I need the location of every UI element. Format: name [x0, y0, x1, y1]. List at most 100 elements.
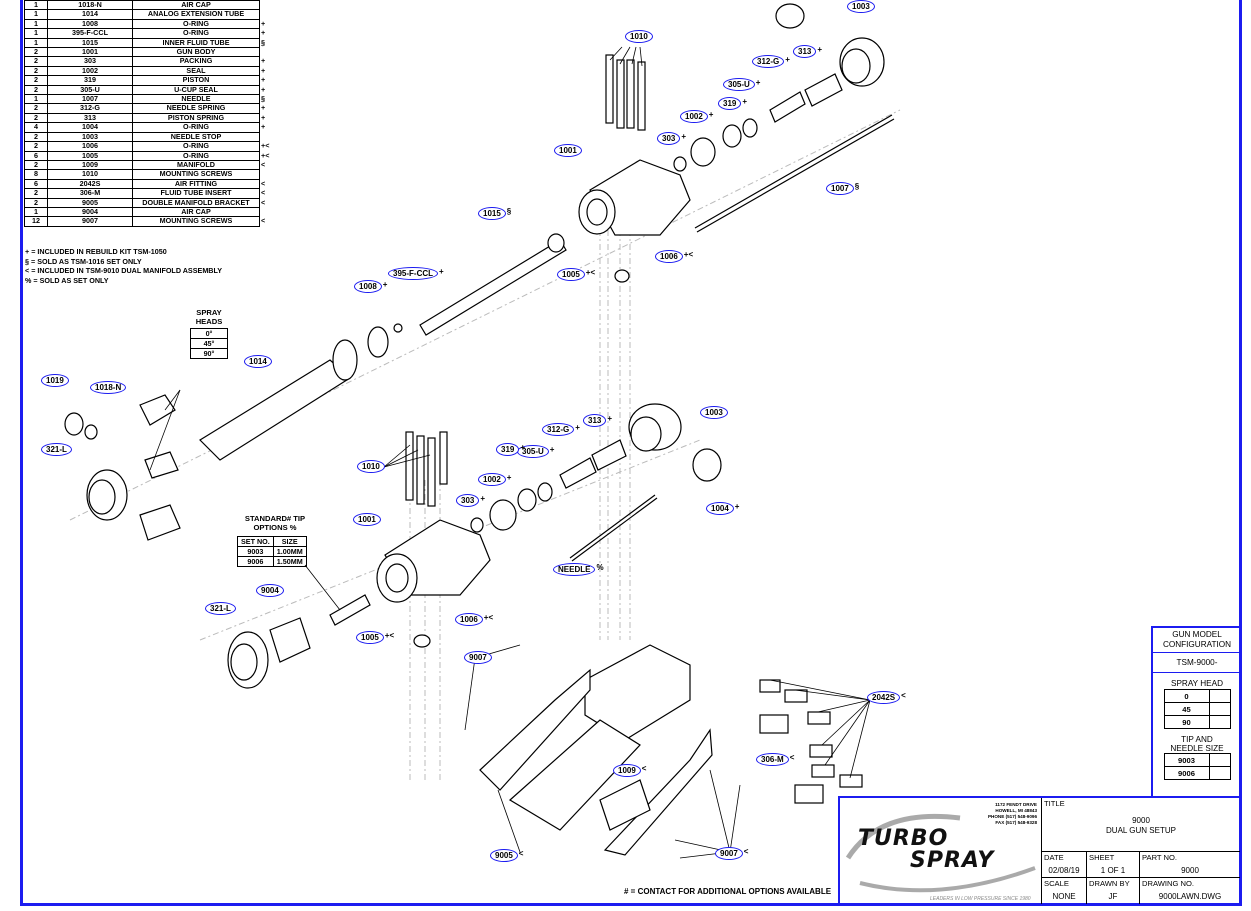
- part-callout: 1006+<: [455, 613, 493, 626]
- part-callout: 9004: [256, 584, 285, 597]
- part-callout: 305-U+: [517, 445, 554, 458]
- tip-options-label: STANDARD# TIP OPTIONS %: [240, 514, 310, 532]
- tip-options-title: STANDARD# TIP OPTIONS: [244, 514, 306, 532]
- callout-bubble: 1014: [244, 355, 272, 368]
- callout-note-mark: §: [854, 182, 860, 191]
- callout-note-mark: §: [506, 207, 512, 216]
- part-callout: 313+: [793, 45, 822, 58]
- callout-bubble: 1006: [455, 613, 483, 626]
- bom-note-mark: +: [261, 122, 266, 132]
- config-tip-title: TIP AND NEEDLE SIZE: [1170, 735, 1224, 753]
- bom-description: O-RING: [132, 18, 260, 30]
- callout-bubble: 1015: [478, 207, 506, 220]
- bom-description: O-RING: [132, 150, 260, 161]
- part-callout: 9007<: [715, 847, 748, 860]
- bom-note-mark: +: [261, 84, 266, 94]
- part-callout: NEEDLE%: [553, 563, 604, 576]
- bom-note-mark: +: [261, 75, 266, 85]
- bom-note-mark: <: [261, 197, 266, 207]
- callout-note-mark: +: [755, 78, 761, 87]
- scale-cell: SCALE NONE: [1041, 877, 1087, 904]
- callout-note-mark: <: [518, 849, 524, 858]
- callout-bubble: 1009: [613, 764, 641, 777]
- part-cell: PART NO. 9000: [1139, 851, 1240, 878]
- callout-note-mark: +: [480, 494, 486, 503]
- tip-set-no: 9006: [237, 556, 274, 567]
- bom-note-mark: +: [261, 103, 266, 113]
- callout-note-mark: +: [607, 414, 613, 423]
- callout-bubble: 1002: [478, 473, 506, 486]
- part-callout: 306-M<: [756, 753, 794, 766]
- bom-note-mark: +: [261, 65, 266, 75]
- callout-bubble: 1002: [680, 110, 708, 123]
- bom-note-mark: <: [261, 178, 266, 188]
- drawing-value: 9000LAWN.DWG: [1158, 892, 1222, 901]
- config-tip-table: 9003 9006: [1163, 753, 1231, 780]
- bom-description: ANALOG EXTENSION TUBE: [132, 9, 260, 20]
- sheet-value: 1 OF 1: [1100, 866, 1126, 875]
- callout-bubble: NEEDLE: [553, 563, 596, 576]
- bom-description: AIR CAP: [132, 206, 260, 218]
- tip-header: SET NO.: [237, 536, 274, 547]
- callout-bubble: 9005: [490, 849, 518, 862]
- drawing-label: DRAWING NO.: [1142, 879, 1195, 888]
- config-blank-cell: [1208, 766, 1231, 780]
- part-callout: 1010: [625, 30, 654, 43]
- callout-bubble: 1010: [625, 30, 653, 43]
- spray-heads-table: 0° 45° 90°: [190, 328, 228, 359]
- callout-bubble: 1006: [655, 250, 683, 263]
- part-callout: 1005+<: [557, 268, 595, 281]
- bom-note-mark: §: [261, 94, 265, 104]
- bom-note-mark: <: [261, 159, 266, 169]
- bom-description: FLUID TUBE INSERT: [132, 188, 260, 199]
- callout-note-mark: +: [734, 502, 740, 511]
- callout-note-mark: %: [596, 563, 604, 572]
- callout-bubble: 312-G: [542, 423, 575, 436]
- title-label: TITLE: [1044, 799, 1065, 808]
- part-callout: 1009<: [613, 764, 646, 777]
- bom-note-mark: +<: [261, 141, 270, 151]
- part-callout: 1015§: [478, 207, 511, 220]
- callout-bubble: 312-G: [752, 55, 785, 68]
- callout-bubble: 305-U: [723, 78, 755, 91]
- date-label: DATE: [1044, 853, 1064, 862]
- part-callout: 1006+<: [655, 250, 693, 263]
- spray-head-angle: 45°: [190, 338, 228, 349]
- bom-note-mark: +: [261, 18, 266, 28]
- bom-description: O-RING: [132, 141, 260, 152]
- part-callout: 1019: [41, 374, 70, 387]
- part-callout: 2042S<: [867, 691, 906, 704]
- callout-note-mark: +: [549, 445, 555, 454]
- callout-note-mark: <: [901, 691, 906, 700]
- part-value: 9000: [1181, 866, 1199, 875]
- bom-description: INNER FLUID TUBE: [132, 37, 260, 49]
- callout-bubble: 2042S: [867, 691, 901, 704]
- part-callout: 395-F-CCL+: [388, 267, 444, 280]
- address-line: 1172 FENDT DRIVE: [995, 802, 1037, 807]
- bom-description: NEEDLE STOP: [132, 131, 260, 143]
- note-set-only: § = SOLD AS TSM-1016 SET ONLY: [25, 256, 142, 266]
- callout-note-mark: +: [785, 55, 790, 64]
- callout-bubble: 9004: [256, 584, 284, 597]
- callout-bubble: 313: [583, 414, 607, 427]
- callout-bubble: 1001: [353, 513, 381, 526]
- callout-bubble: 1004: [706, 502, 734, 515]
- tip-header: SIZE: [272, 536, 307, 547]
- callout-bubble: 1019: [41, 374, 69, 387]
- logo-panel: TURBO SPRAY 1172 FENDT DRIVE HOWELL, MI …: [840, 798, 1042, 904]
- callout-note-mark: +: [742, 97, 748, 106]
- bom-note-mark: +: [261, 56, 266, 66]
- callout-bubble: 1003: [700, 406, 728, 419]
- config-blank-cell: [1208, 689, 1231, 703]
- drawing-cell: DRAWING NO. 9000LAWN.DWG: [1139, 877, 1240, 904]
- title-line-1: 9000: [1132, 816, 1150, 825]
- part-callout: 1014: [244, 355, 273, 368]
- config-tip-value: 9006: [1163, 766, 1210, 780]
